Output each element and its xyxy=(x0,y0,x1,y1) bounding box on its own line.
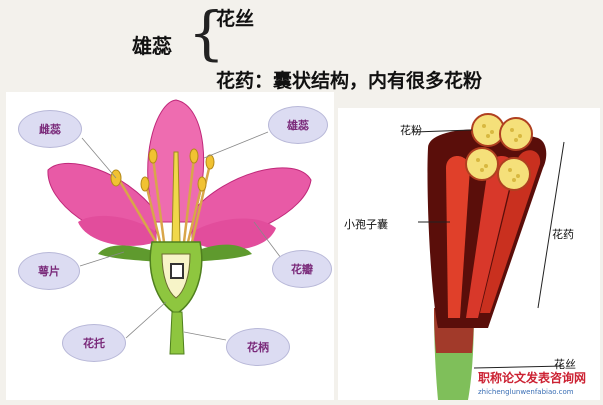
label-stamen: 雄蕊 xyxy=(268,106,328,144)
petal-lower-left xyxy=(78,215,156,246)
anther-lobe-3 xyxy=(480,150,541,313)
label-receptacle: 花托 xyxy=(62,324,126,362)
label-filament: 花丝 xyxy=(554,358,576,371)
label-pistil: 雌蕊 xyxy=(18,110,82,148)
term-title: 雄蕊 xyxy=(132,34,172,58)
brace-symbol: { xyxy=(188,0,225,67)
pollen-sacs xyxy=(465,113,533,191)
sepal-right xyxy=(194,244,252,262)
flower-panel: 雌蕊 雄蕊 萼片 花瓣 花托 花柄 xyxy=(6,92,334,400)
label-pedicel: 花柄 xyxy=(226,328,290,366)
stamen-illustration xyxy=(413,113,565,400)
flower-illustration xyxy=(47,99,312,355)
label-anther: 花药 xyxy=(552,228,574,241)
anther-lobe-2 xyxy=(466,156,514,318)
pistil-style xyxy=(171,151,181,243)
label-pollen: 花粉 xyxy=(400,124,422,137)
watermark-url: zhichenglunwenfabiao.com xyxy=(478,388,574,396)
part-anther-text: 花药：囊状结构，内有很多花粉 xyxy=(216,70,483,92)
label-petal: 花瓣 xyxy=(272,250,332,288)
part-filament-text: 花丝 xyxy=(216,8,255,30)
stamen-panel: 花粉 小孢子囊 花药 花丝 xyxy=(338,108,600,400)
flower-stem xyxy=(169,311,185,355)
sepal-left xyxy=(98,245,156,262)
watermark-site: 职称论文发表咨询网 xyxy=(478,371,587,385)
label-sepal: 萼片 xyxy=(18,252,80,290)
ovule xyxy=(170,263,184,279)
petal-lower-right xyxy=(192,218,276,250)
label-microsporangium: 小孢子囊 xyxy=(344,218,388,231)
anther-lobe-1 xyxy=(446,156,470,318)
